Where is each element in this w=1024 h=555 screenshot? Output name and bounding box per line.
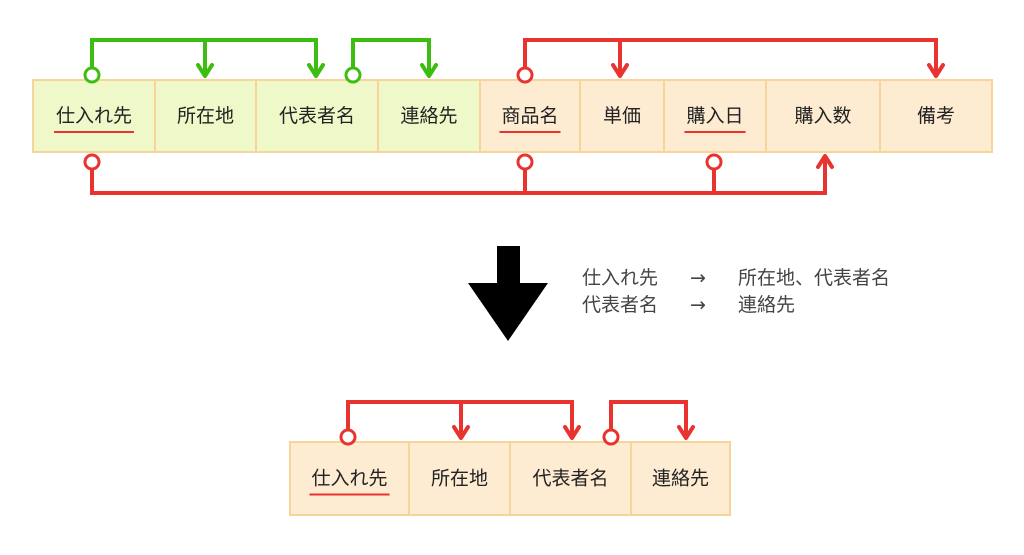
cell-box [154, 79, 257, 153]
dependency-to: 連絡先 [738, 294, 796, 316]
dependency-row: 仕入れ先 → 所在地、代表者名 [582, 265, 890, 292]
cell-box [663, 79, 767, 153]
arrowhead-down [307, 63, 325, 78]
table-cell: 仕入れ先 [289, 441, 410, 516]
table-cell: 所在地 [154, 79, 257, 153]
cell-label: 仕入れ先 [56, 105, 132, 127]
cell-label: 連絡先 [652, 468, 709, 490]
determinant-circle [83, 153, 101, 171]
dependency-from: 代表者名 [582, 294, 659, 316]
table-cell: 商品名 [479, 79, 581, 153]
transform-arrow [468, 246, 548, 341]
table-cell: 連絡先 [377, 79, 481, 153]
cell-label: 単価 [603, 105, 641, 127]
cell-box [630, 441, 731, 516]
arrowhead-down [927, 63, 945, 78]
top-dependency-arrows [83, 38, 945, 195]
table-cell: 単価 [579, 79, 665, 153]
dependency-arrow: → [690, 267, 706, 289]
cell-box [765, 79, 881, 153]
determinant-circle [339, 428, 357, 446]
cell-label: 購入数 [794, 105, 851, 127]
table-cell: 所在地 [408, 441, 511, 516]
cell-label: 商品名 [501, 105, 558, 127]
dependency-row: 代表者名 → 連絡先 [582, 292, 890, 319]
cell-box [879, 79, 993, 153]
bottom-dependency-arrows [339, 400, 695, 446]
cell-label: 備考 [917, 105, 955, 127]
top-table: 仕入れ先 所在地 代表者名 連絡先 商品名 単価 購入日 購入数 備考 [32, 79, 993, 153]
arrowhead-down [611, 63, 629, 78]
dependency-from: 仕入れ先 [582, 267, 659, 289]
cell-box [32, 79, 156, 153]
cell-box [509, 441, 632, 516]
determinant-circle [83, 66, 101, 84]
dependency-arrow: → [690, 294, 706, 316]
dependency-connector [83, 38, 325, 84]
table-cell: 代表者名 [509, 441, 632, 516]
dependency-connector [344, 38, 438, 84]
dependency-connector [602, 400, 695, 446]
determinant-circle [516, 153, 534, 171]
functional-dependency-caption: 仕入れ先 → 所在地、代表者名 代表者名 → 連絡先 [582, 265, 890, 319]
arrowhead-down [677, 425, 695, 440]
determinant-circle [602, 428, 620, 446]
dependency-connector [516, 38, 945, 84]
down-arrow-icon [468, 246, 548, 341]
table-cell: 備考 [879, 79, 993, 153]
determinant-circle [516, 66, 534, 84]
cell-label: 所在地 [177, 105, 234, 127]
table-cell: 仕入れ先 [32, 79, 156, 153]
determinant-circle [344, 66, 362, 84]
table-cell: 連絡先 [630, 441, 731, 516]
cell-label: 代表者名 [279, 105, 355, 127]
dependency-to: 所在地、代表者名 [738, 267, 891, 289]
cell-label: 購入日 [686, 105, 743, 127]
determinant-circle [705, 153, 723, 171]
cell-box [408, 441, 511, 516]
arrowhead-up [816, 154, 834, 169]
arrowhead-down [196, 63, 214, 78]
arrowhead-down [563, 425, 581, 440]
dependency-connector [339, 400, 581, 446]
table-cell: 代表者名 [255, 79, 379, 153]
cell-box [579, 79, 665, 153]
cell-label: 所在地 [431, 468, 488, 490]
cell-box [377, 79, 481, 153]
arrowhead-down [420, 63, 438, 78]
dependency-connector [83, 153, 834, 195]
cell-label: 連絡先 [400, 105, 457, 127]
arrowhead-down [452, 425, 470, 440]
cell-label: 代表者名 [532, 468, 608, 490]
bottom-table: 仕入れ先 所在地 代表者名 連絡先 [289, 441, 731, 516]
table-cell: 購入数 [765, 79, 881, 153]
table-cell: 購入日 [663, 79, 767, 153]
cell-label: 仕入れ先 [311, 468, 387, 490]
cell-box [289, 441, 410, 516]
